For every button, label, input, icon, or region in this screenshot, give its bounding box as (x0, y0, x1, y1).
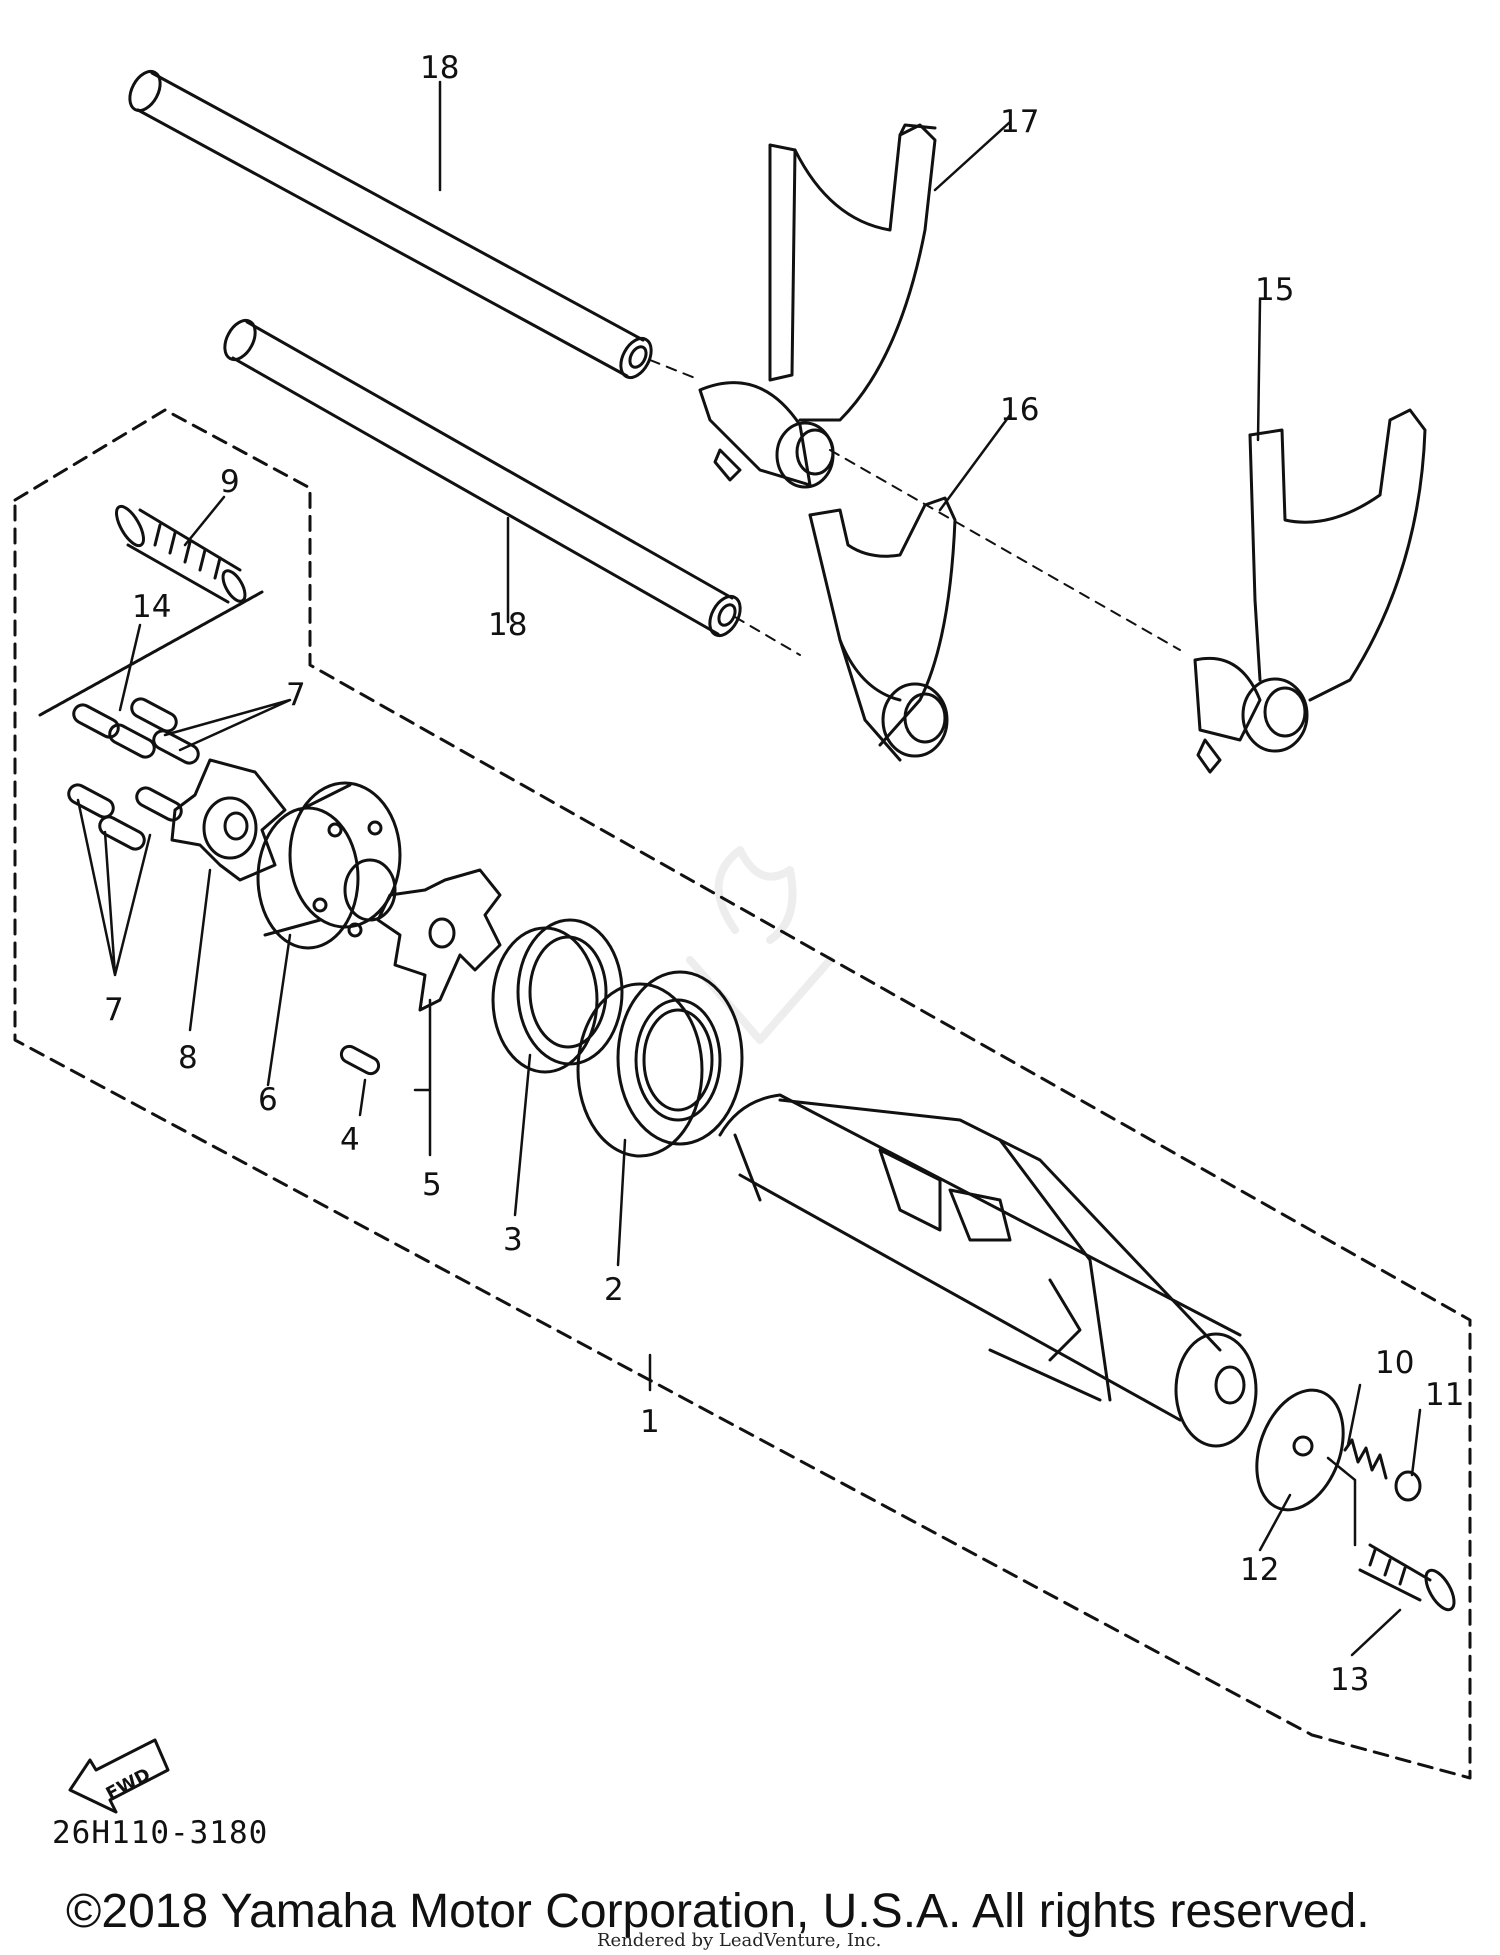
callout-15: 15 (1255, 272, 1294, 308)
copyright-notice: ©2018 Yamaha Motor Corporation, U.S.A. A… (66, 1885, 1370, 1938)
callout-3: 3 (503, 1222, 523, 1258)
detent-plate-12 (1255, 1388, 1345, 1512)
bearing-2 (576, 970, 744, 1158)
callout-6: 6 (258, 1082, 278, 1118)
kit-outline-dashed (13, 408, 1472, 1780)
shift-rod-lower (223, 318, 742, 638)
callout-11: 11 (1425, 1377, 1464, 1413)
shift-drum-1 (718, 1093, 1258, 1448)
watermark-logo (686, 846, 834, 1044)
render-credit: Rendered by LeadVenture, Inc. (597, 1930, 882, 1951)
callout-labels: 18 17 15 16 9 18 14 7 7 8 6 4 5 3 2 1 10… (103, 50, 1465, 1805)
shift-fork-16 (808, 496, 957, 762)
pin-holder-8 (170, 758, 287, 882)
callout-5: 5 (422, 1167, 442, 1203)
oil-seal-3 (491, 918, 624, 1074)
shift-rod-upper (128, 69, 653, 380)
pin-set-7-14 (67, 697, 200, 851)
leader-lines (76, 80, 1422, 1657)
callout-18-lower: 18 (488, 607, 527, 643)
segment-6 (256, 781, 402, 950)
shift-fork-17 (698, 123, 937, 489)
subkit-outline-dashed (38, 590, 264, 717)
callout-16: 16 (1000, 392, 1039, 428)
diagram-code: 26H110-3180 (52, 1815, 269, 1851)
callout-12: 12 (1240, 1552, 1279, 1588)
fwd-label: FWD (103, 1764, 154, 1805)
rod-axis-dashed (649, 359, 1181, 656)
callout-10: 10 (1375, 1345, 1414, 1381)
pin-4 (339, 1044, 381, 1076)
callout-2: 2 (604, 1272, 624, 1308)
callout-13: 13 (1330, 1662, 1369, 1698)
ball-11 (1394, 1470, 1422, 1502)
shift-fork-15 (1193, 408, 1427, 774)
screw-13 (1358, 1543, 1456, 1612)
spring-10 (1343, 1438, 1388, 1480)
callout-14: 14 (132, 589, 171, 625)
callout-7-upper: 7 (286, 677, 306, 713)
callout-17: 17 (1000, 104, 1039, 140)
callout-9: 9 (220, 464, 240, 500)
screw-9 (115, 504, 247, 604)
fwd-arrow-icon (68, 1738, 170, 1814)
callout-18-upper: 18 (420, 50, 459, 86)
callout-8: 8 (178, 1040, 198, 1076)
callout-1: 1 (640, 1404, 660, 1440)
callout-4: 4 (340, 1122, 360, 1158)
callout-7-lower: 7 (104, 992, 124, 1028)
